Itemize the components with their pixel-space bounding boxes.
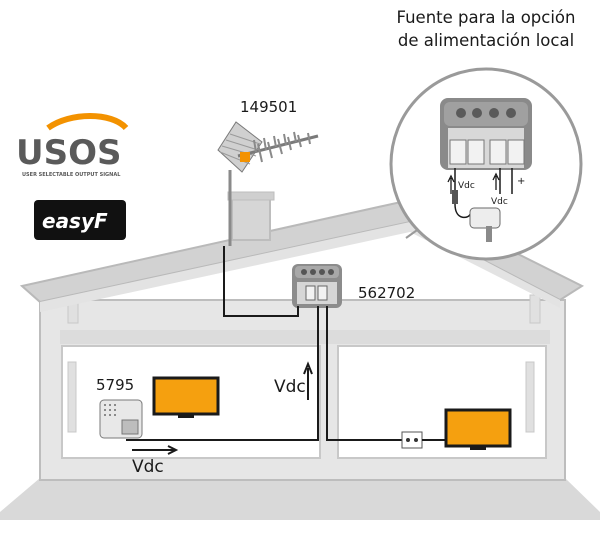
cables: [126, 246, 402, 441]
window-left: [67, 361, 77, 433]
easyf-text: easyF: [42, 209, 108, 233]
usos-swoosh: [46, 113, 129, 131]
antenna-head: [240, 152, 250, 162]
callout-detail: Vdc Vdc +: [389, 67, 583, 261]
callout-plus-label: +: [517, 176, 525, 187]
usos-text: USOS: [16, 133, 122, 173]
antenna-model-label: 149501: [240, 98, 297, 116]
tv-left: [152, 376, 220, 418]
easyf-logo: easyF: [34, 200, 126, 240]
power-adapter: [469, 207, 501, 229]
tv-right: [444, 408, 512, 450]
easyf-badge: [34, 200, 126, 240]
usos-logo: USOS USER SELECTABLE OUTPUT SIGNAL: [16, 113, 129, 178]
power-supply: 5795: [96, 376, 143, 439]
vdc-horizontal-label: Vdc: [132, 457, 164, 477]
amplifier: 562702: [292, 264, 415, 308]
chimney-cap: [227, 191, 275, 201]
amplifier-model-label: 562702: [358, 284, 415, 302]
room-right: [337, 345, 547, 459]
tv-right-screen: [444, 408, 512, 448]
ground-base: [0, 478, 600, 520]
callout-title-line2: de alimentación local: [397, 31, 575, 50]
callout-title: Fuente para la opción de alimentación lo…: [372, 6, 600, 52]
vdc-arrows: Vdc Vdc: [132, 361, 313, 477]
vdc-vertical-label: Vdc: [274, 377, 306, 397]
wall-outlet: [401, 431, 423, 449]
antenna-boom: [237, 134, 319, 158]
attic-floor: [60, 330, 550, 344]
vdc-up-arrow: [303, 361, 313, 400]
callout-vdc-right: Vdc: [491, 197, 508, 207]
attic-window-right: [529, 294, 541, 324]
cable-amplifier-to-psu: [126, 306, 319, 441]
usos-tagline: USER SELECTABLE OUTPUT SIGNAL: [22, 172, 121, 178]
dc-jack: [452, 190, 458, 204]
cable-amplifier-to-outlet: [326, 306, 402, 441]
vdc-right-arrow: [132, 445, 179, 455]
callout-title-line1: Fuente para la opción: [396, 8, 576, 27]
chimney: [231, 195, 271, 241]
house: [0, 294, 600, 520]
tv-left-screen: [152, 376, 220, 416]
window-right: [525, 361, 535, 433]
callout-vdc-left: Vdc: [458, 181, 475, 191]
psu-model-label: 5795: [96, 376, 134, 394]
cable-antenna-to-amplifier: [223, 246, 299, 317]
antenna-reflector: [217, 121, 263, 173]
antenna: 149501: [217, 98, 319, 246]
